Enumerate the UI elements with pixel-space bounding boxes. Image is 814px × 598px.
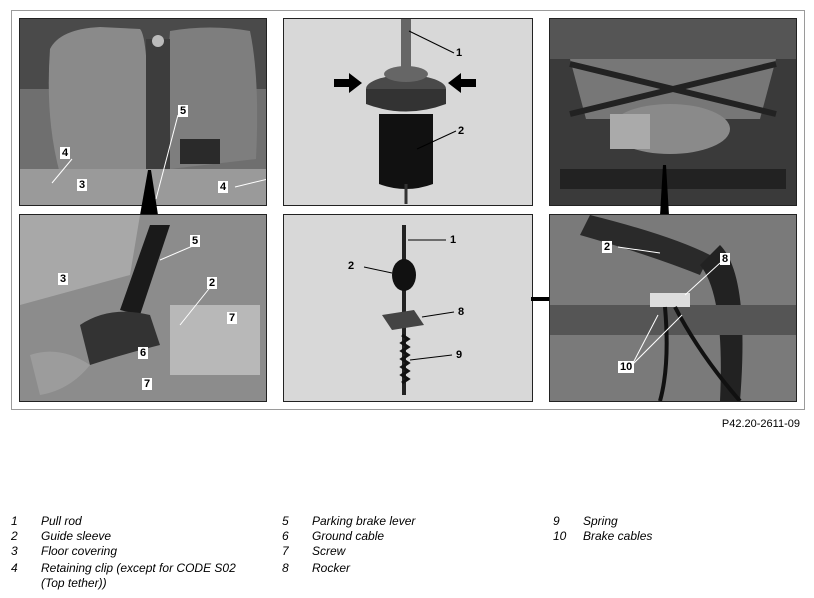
callout-7b: 7 [142,378,153,390]
legend-item: 1 Pull rod [11,514,271,529]
legend-num: 4 [11,561,18,575]
legend-num: 7 [282,544,289,558]
figure-reference: P42.20-2611-09 [721,418,800,430]
panel-guide-sleeve: 1 2 [283,18,533,206]
legend-num: 5 [282,514,289,528]
callout-9: 9 [456,349,463,361]
panel-seats-overview: 5 4 3 4 [19,18,267,206]
callout-2d: 2 [602,241,613,253]
legend-item: 10 Brake cables [553,529,793,544]
panel-brake-cables: 2 8 10 [549,214,797,402]
guide-sleeve-drawing [284,19,532,205]
zoom-wedge-right [660,165,669,215]
callout-10: 10 [618,361,635,373]
legend-num: 10 [553,529,567,543]
panel-underbody [549,18,797,206]
brake-cables-photo [550,215,796,401]
callout-2c: 2 [348,260,355,272]
callout-3b: 3 [58,273,69,285]
legend-item: 9 Spring [553,514,793,529]
legend-item: 7 Screw [282,544,542,559]
legend-item: 5 Parking brake lever [282,514,542,529]
legend-text: Pull rod [41,514,82,528]
legend-num: 6 [282,529,289,543]
legend-text: Guide sleeve [41,529,112,543]
legend-num: 8 [282,561,289,575]
callout-2: 2 [458,125,465,137]
underbody-photo [550,19,796,205]
zoom-wedge-left [140,170,158,215]
callout-5: 5 [178,105,189,117]
callout-6: 6 [138,347,149,359]
legend-num: 2 [11,529,18,543]
callout-3: 3 [77,179,88,191]
legend-text: Retaining clip (except for CODE S02 (Top… [41,561,236,590]
legend-num: 3 [11,544,18,558]
callout-1: 1 [456,47,463,59]
legend-text: Floor covering [41,544,118,558]
legend-num: 1 [11,514,18,528]
seats-photo [20,19,266,205]
callout-7: 7 [227,312,238,324]
pull-rod-drawing [284,215,532,401]
callout-1b: 1 [450,234,457,246]
legend-text: Ground cable [312,529,385,543]
legend-item: 2 Guide sleeve [11,529,271,544]
legend-item: 3 Floor covering [11,544,271,559]
legend-num: 9 [553,514,560,528]
legend-text: Parking brake lever [312,514,416,528]
panel-lever-detail: 5 3 2 7 6 7 [19,214,267,402]
callout-8b: 8 [720,253,731,265]
legend-text: Screw [312,544,346,558]
legend-text: Brake cables [583,529,653,543]
legend-text: Rocker [312,561,351,575]
callout-8: 8 [458,306,465,318]
legend-text: Spring [583,514,618,528]
panel-pull-rod-assembly: 1 2 8 9 [283,214,533,402]
legend-item: 8 Rocker [282,561,542,576]
lever-detail-photo [20,215,266,401]
legend-item: 6 Ground cable [282,529,542,544]
callout-2b: 2 [207,277,218,289]
callout-5b: 5 [190,235,201,247]
callout-4: 4 [60,147,71,159]
callout-4b: 4 [218,181,229,193]
legend-item: 4 Retaining clip (except for CODE S02 (T… [11,561,271,593]
